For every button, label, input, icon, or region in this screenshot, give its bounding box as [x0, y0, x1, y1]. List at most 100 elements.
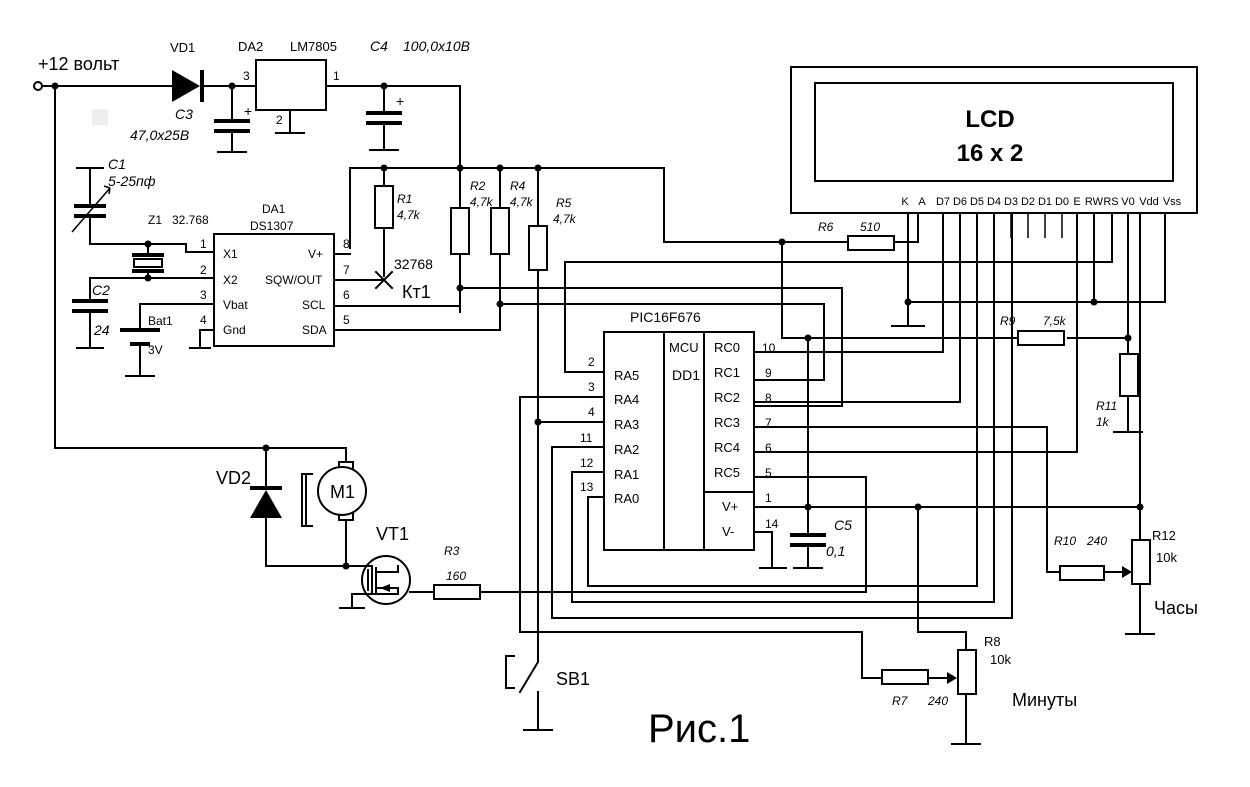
mcu-part: PIC16F676	[630, 309, 701, 325]
capacitor-c2: C2 24	[72, 277, 215, 349]
bat1-wire	[125, 303, 215, 377]
da1-pin-name: V+	[308, 247, 323, 261]
lcd-pin-label: D6	[953, 196, 967, 208]
lcd-pin-label: A	[918, 196, 926, 208]
mcu-pin-name: RC1	[714, 365, 740, 380]
wire-12v-motor	[54, 85, 347, 449]
button-sb1[interactable]: SB1	[505, 639, 590, 731]
mcu-pin-name: RC0	[714, 340, 740, 355]
rtc-da1: DA1 DS1307 1 X1 2 X2 3 Vbat 4 Gnd 8 V+ 7…	[189, 202, 843, 407]
lcd-pin-label: E	[1073, 196, 1080, 208]
mcu-pin-num: 5	[765, 466, 772, 480]
c1-wire	[89, 167, 215, 253]
r5-value: 4,7k	[553, 212, 577, 226]
da1-pin-name: SQW/OUT	[265, 273, 323, 287]
sb1-actuator	[505, 655, 515, 689]
da2-ground	[275, 109, 305, 134]
mcu-pin-num: 9	[765, 366, 772, 380]
resistor-r1: R1 4,7k	[374, 167, 421, 277]
wire-sda	[333, 303, 825, 381]
kt1-value: 32768	[394, 256, 433, 272]
r5-ref: R5	[556, 196, 572, 210]
da1-pin-name: X1	[223, 247, 238, 261]
mcu-dividers	[663, 331, 755, 551]
crystal-z1: Z1 32.768	[132, 213, 209, 282]
da1-ground	[189, 329, 215, 349]
da2-ref: DA2	[238, 39, 263, 54]
vd2-symbol	[250, 490, 282, 518]
kt1-cross	[374, 270, 394, 290]
power-terminal[interactable]	[33, 81, 43, 91]
capacitor-c5: C5 0,1	[790, 506, 852, 569]
r1-ref: R1	[397, 192, 412, 206]
mcu-pin-name: RC4	[714, 440, 740, 455]
mcu-pin-name: V+	[722, 499, 738, 514]
r9-value: 7,5k	[1043, 314, 1067, 328]
lcd-ground	[891, 301, 925, 327]
mcu-pin-name: RA3	[614, 417, 639, 432]
c4-ref: C4	[370, 38, 388, 54]
resistor-r9: R9 7,5k	[1000, 314, 1067, 346]
lcd-title-line1: LCD	[965, 106, 1014, 133]
lcd-pin-label: RW	[1085, 196, 1104, 208]
junction-dot	[534, 418, 542, 426]
da1-pin-num: 2	[200, 263, 207, 277]
figure-caption: Рис.1	[648, 707, 750, 751]
battery-bat1: Bat1 3V	[120, 303, 215, 377]
da1-pin-name: Gnd	[223, 323, 246, 337]
wire-ra5-lcd-rs	[564, 212, 1113, 373]
wire-rc4-lcd-e	[753, 212, 1078, 453]
resistor-r4: R4 4,7k	[490, 167, 534, 331]
mcu-pin-num: 1	[765, 491, 772, 505]
mcu-pin-name: RA5	[614, 368, 639, 383]
lcd-unused-data-pins	[1010, 213, 1063, 238]
motor-m1: M1	[301, 447, 367, 567]
mcu-vminus-ground	[753, 531, 787, 569]
r11-ref: R11	[1096, 399, 1117, 413]
lcd-pin-label: D5	[970, 196, 984, 208]
mcu-pin-num: 6	[765, 441, 772, 455]
z1-ref: Z1	[148, 213, 162, 227]
da1-pin-num: 4	[200, 313, 207, 327]
lcd-pin-label: Vss	[1163, 196, 1182, 208]
r9-ref: R9	[1000, 314, 1016, 328]
c5-leads	[793, 506, 823, 569]
transistor-vt1: VT1	[339, 524, 435, 609]
capacitor-c3: + C3 47,0x25B	[130, 82, 252, 153]
r10-value: 240	[1086, 534, 1107, 548]
r11-value: 1k	[1096, 415, 1110, 429]
testpoint-kt1: 32768 Кт1	[374, 256, 433, 302]
da1-pin-num: 5	[343, 313, 350, 327]
mcu-pin-name: RA4	[614, 392, 639, 407]
capacitor-c4: C4 100,0x10B +	[366, 38, 470, 151]
da1-pin-num: 8	[343, 237, 350, 251]
r10-body	[1059, 565, 1105, 581]
m1-body	[317, 466, 367, 516]
resistor-r7: R7 240	[881, 669, 957, 708]
lcd-title-line2: 16 x 2	[957, 140, 1024, 167]
r8-body	[957, 649, 977, 695]
m1-bracket	[301, 473, 313, 527]
da1-pin-num: 7	[343, 263, 350, 277]
c4-plus: +	[396, 93, 404, 109]
c1-plates	[74, 204, 106, 218]
lcd-pin-label: K	[901, 196, 909, 208]
lcd-pin-label: D0	[1055, 196, 1069, 208]
r11-leads	[1113, 337, 1143, 433]
wire-vplus-r8	[917, 506, 967, 651]
m1-ref: M1	[330, 482, 355, 502]
mcu-pin-num: 14	[765, 517, 779, 531]
r7-value: 240	[927, 694, 948, 708]
potentiometer-r12: R12 10k Часы	[1125, 212, 1198, 635]
power-label: +12 вольт	[38, 54, 119, 74]
resistor-r10: R10 240	[1054, 534, 1132, 581]
bat1-ref: Bat1	[148, 314, 173, 328]
junction-dot	[496, 300, 504, 308]
mcu-pin-num: 11	[580, 431, 593, 445]
wire-5v-out	[325, 85, 461, 169]
r7-body	[881, 669, 929, 685]
resistor-r3: R3 160	[433, 544, 867, 600]
kt1-ref: Кт1	[402, 282, 431, 302]
da2-pin-out: 1	[333, 69, 340, 83]
mcu-pin-num: 4	[588, 405, 595, 419]
